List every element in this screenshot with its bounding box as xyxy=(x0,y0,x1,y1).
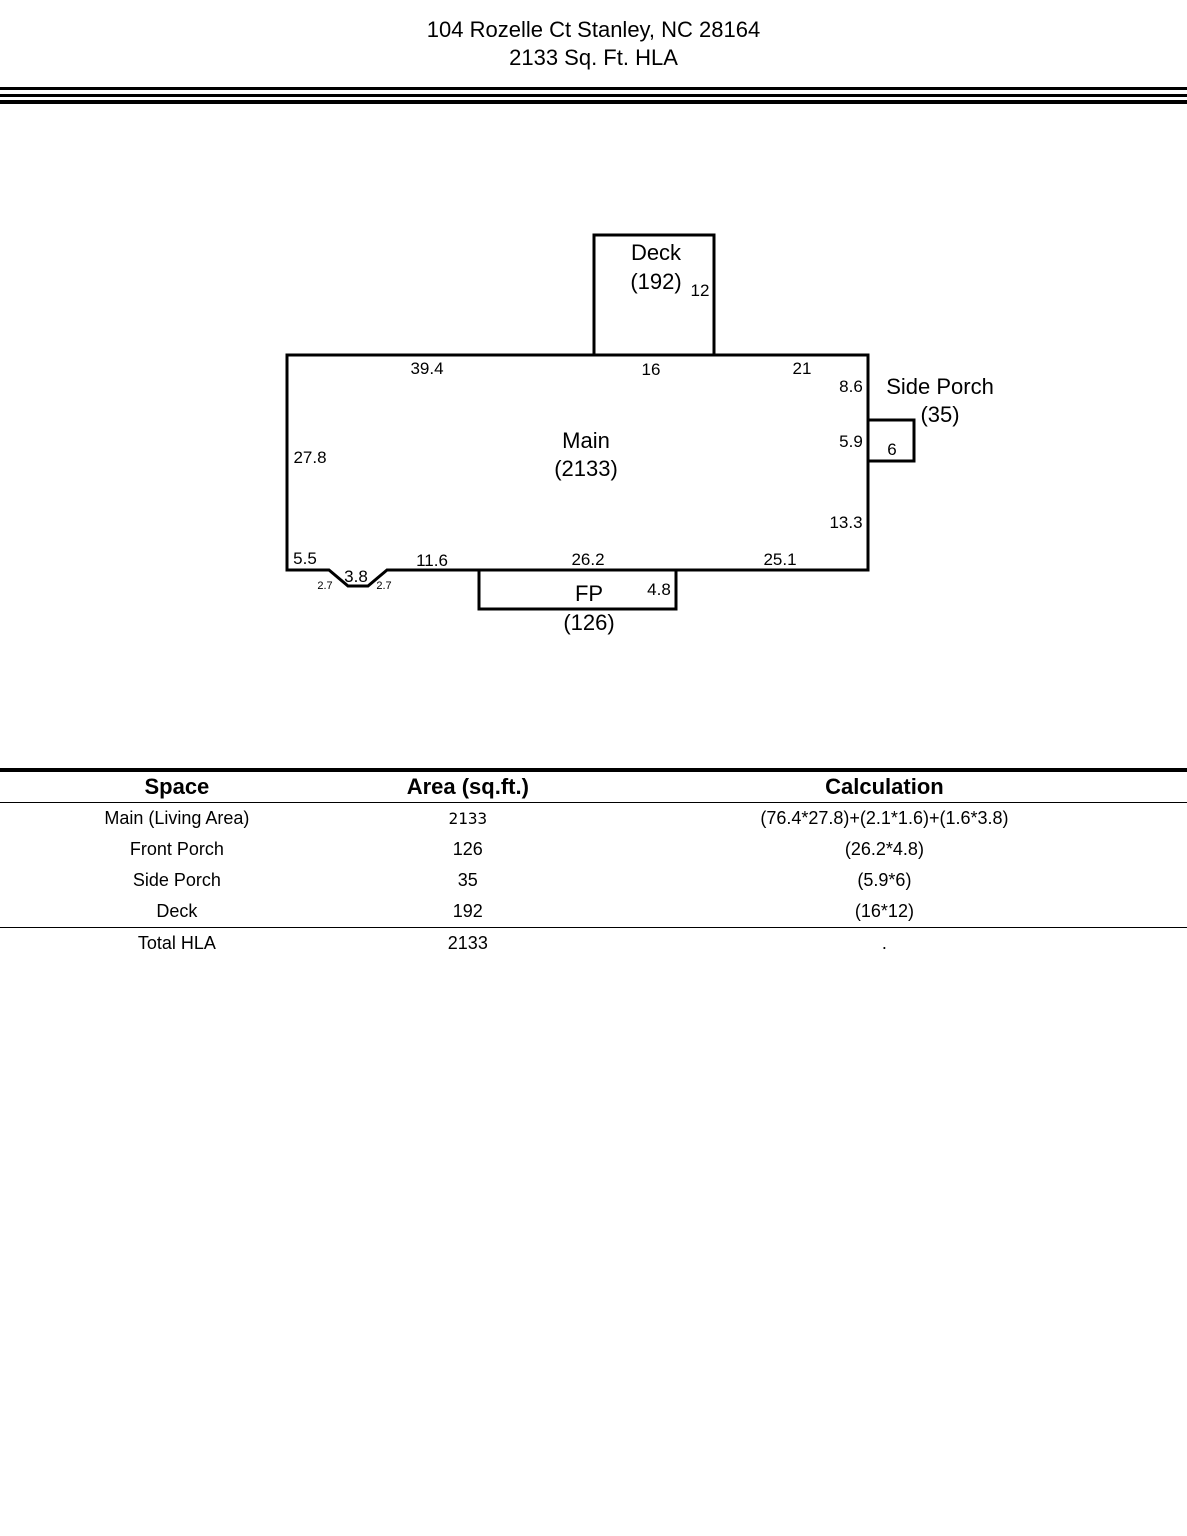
dim-bottom-a: 11.6 xyxy=(416,551,448,570)
dim-bay-side-left: 2.7 xyxy=(317,580,332,592)
cell-space: Front Porch xyxy=(129,839,224,859)
cell-calc: (16*12) xyxy=(854,901,914,921)
cell-calc: (26.2*4.8) xyxy=(844,839,924,859)
floor-plan-diagram: Deck (192) 12 Main (2133) Side Porch (35… xyxy=(285,233,994,635)
dim-top-mid: 16 xyxy=(642,360,661,379)
hla-subtitle: 2133 Sq. Ft. HLA xyxy=(509,45,678,70)
main-label: Main xyxy=(562,428,610,453)
address-title: 104 Rozelle Ct Stanley, NC 28164 xyxy=(426,17,761,42)
dim-left: 27.8 xyxy=(293,448,326,467)
column-header-area: Area (sq.ft.) xyxy=(406,774,529,799)
deck-area: (192) xyxy=(630,269,681,294)
cell-area: 2133 xyxy=(448,808,488,828)
table-header-row: Space Area (sq.ft.) Calculation xyxy=(0,772,1187,803)
table-total-row: Total HLA 2133 . xyxy=(0,927,1187,959)
table-row: Deck 192 (16*12) xyxy=(0,896,1187,927)
dim-porch-depth: 6 xyxy=(887,440,896,459)
dim-top-left: 39.4 xyxy=(410,359,443,378)
column-header-space: Space xyxy=(144,774,210,799)
cell-area: 126 xyxy=(452,839,483,859)
dim-bottom-mid: 26.2 xyxy=(571,550,604,569)
cell-space: Deck xyxy=(156,901,198,921)
deck-outline xyxy=(592,233,716,357)
cell-calc: (76.4*27.8)+(2.1*1.6)+(1.6*3.8) xyxy=(760,808,1009,828)
table-row: Main (Living Area) 2133 (76.4*27.8)+(2.1… xyxy=(0,803,1187,834)
table-top-rule xyxy=(0,768,1187,772)
fp-outline xyxy=(477,568,678,611)
dim-bay-width: 3.8 xyxy=(344,567,368,586)
table-row: Side Porch 35 (5.9*6) xyxy=(0,865,1187,896)
main-area: (2133) xyxy=(554,456,618,481)
dim-right-porch: 5.9 xyxy=(839,432,863,451)
area-table: Space Area (sq.ft.) Calculation Main (Li… xyxy=(0,768,1187,959)
side-porch-label: Side Porch xyxy=(886,374,994,399)
deck-label: Deck xyxy=(631,240,682,265)
cell-area: 35 xyxy=(457,870,478,890)
fp-area: (126) xyxy=(563,610,614,635)
page-header: 104 Rozelle Ct Stanley, NC 28164 2133 Sq… xyxy=(0,16,1187,72)
cell-space: Side Porch xyxy=(132,870,221,890)
table-row: Front Porch 126 (26.2*4.8) xyxy=(0,834,1187,865)
cell-area: 192 xyxy=(452,901,483,921)
dim-bay-side-right: 2.7 xyxy=(376,580,391,592)
total-space: Total HLA xyxy=(137,933,216,953)
dim-right-upper: 8.6 xyxy=(839,377,863,396)
dim-fp-depth: 4.8 xyxy=(647,580,671,599)
cell-calc: (5.9*6) xyxy=(857,870,912,890)
dim-right-lower: 13.3 xyxy=(829,513,862,532)
dim-top-right: 21 xyxy=(793,359,812,378)
dim-deck-right: 12 xyxy=(691,281,710,300)
dim-bottom-left: 5.5 xyxy=(293,549,317,568)
fp-label: FP xyxy=(575,581,603,606)
header-rule-top xyxy=(0,87,1187,90)
total-calc: . xyxy=(881,933,887,953)
side-porch-area: (35) xyxy=(920,402,959,427)
cell-space: Main (Living Area) xyxy=(104,808,250,828)
header-rule-middle xyxy=(0,94,1187,97)
column-header-calculation: Calculation xyxy=(825,774,944,799)
total-area: 2133 xyxy=(447,933,488,953)
dim-bottom-right: 25.1 xyxy=(763,550,796,569)
header-rule-bottom xyxy=(0,100,1187,104)
side-porch-outline xyxy=(866,418,916,463)
